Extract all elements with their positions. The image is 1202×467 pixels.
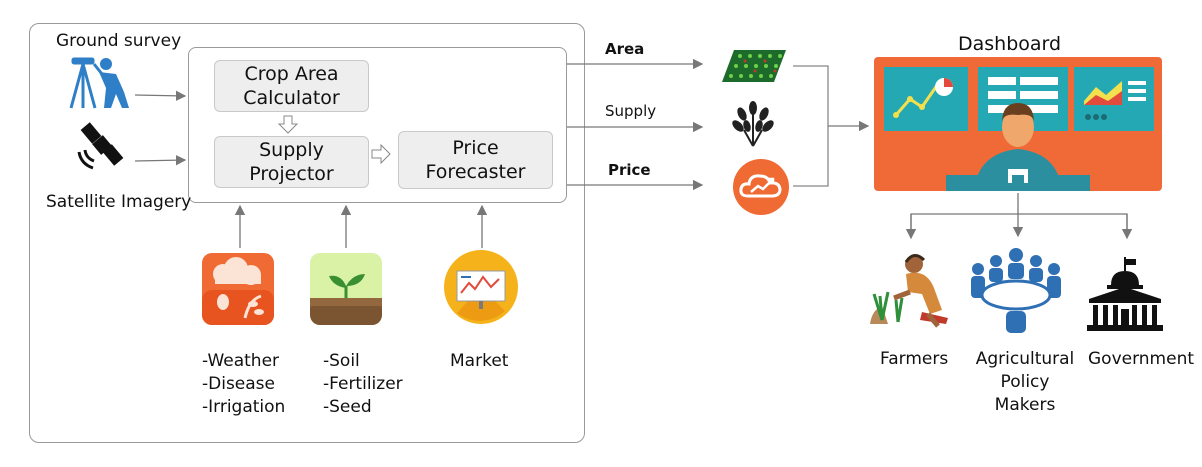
weather-factors-label: -Weather -Disease -Irrigation bbox=[202, 351, 286, 417]
dashboard-monitor-icon bbox=[874, 57, 1162, 191]
farmers-label: Farmers bbox=[880, 349, 949, 369]
price-output-label: Price bbox=[608, 161, 651, 179]
government-label: Government bbox=[1088, 349, 1195, 369]
policy-makers-label: Agricultural Policy Makers bbox=[975, 349, 1075, 415]
supply-output-label: Supply bbox=[605, 102, 657, 120]
seedling-icon bbox=[310, 253, 382, 325]
area-output-label: Area bbox=[605, 40, 645, 58]
ground-survey-label: Ground survey bbox=[56, 31, 182, 51]
price-forecaster: Price Forecaster bbox=[398, 131, 553, 189]
government-building-icon bbox=[1087, 257, 1163, 331]
satellite-label: Satellite Imagery bbox=[46, 192, 192, 212]
satellite-icon bbox=[77, 122, 124, 170]
weather-disease-icon bbox=[202, 253, 274, 325]
farmer-icon bbox=[870, 254, 948, 328]
market-chart-icon bbox=[444, 250, 518, 324]
output-bracket bbox=[793, 65, 829, 187]
arrow-supply-to-price bbox=[371, 143, 391, 165]
crop-area-calculator: Crop Area Calculator bbox=[214, 60, 369, 112]
dashboard-title: Dashboard bbox=[958, 33, 1062, 55]
cloud-growth-icon bbox=[733, 159, 789, 215]
stakeholder-bracket bbox=[910, 213, 1128, 236]
supply-projector: Supply Projector bbox=[214, 136, 369, 188]
crop-field-icon bbox=[722, 50, 786, 82]
surveyor-icon bbox=[69, 57, 129, 109]
arrow-survey-to-model bbox=[134, 90, 187, 102]
market-label: Market bbox=[450, 351, 509, 371]
wheat-icon bbox=[732, 101, 774, 147]
soil-factors-label: -Soil -Fertilizer -Seed bbox=[323, 351, 403, 417]
meeting-people-icon bbox=[971, 248, 1061, 333]
arrow-area-to-supply bbox=[277, 115, 299, 134]
arrow-satellite-to-model bbox=[134, 154, 187, 166]
system-boundary bbox=[29, 23, 585, 443]
